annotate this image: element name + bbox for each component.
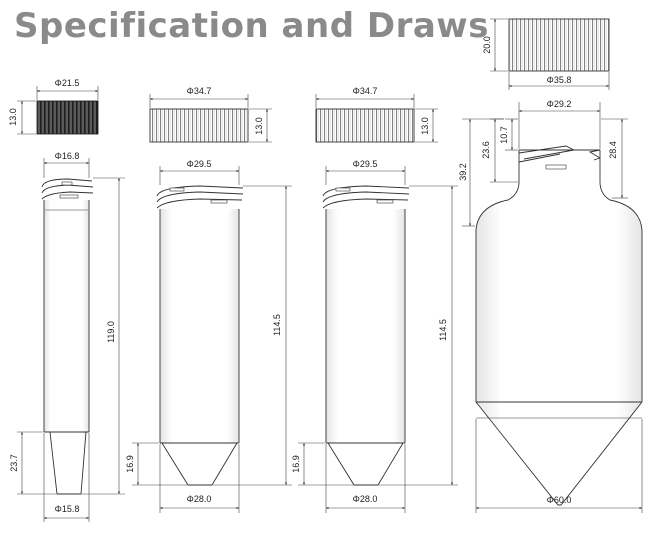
cap-2-body — [149, 108, 249, 143]
bottle-thread-dim-label: 10.7 — [499, 126, 509, 144]
bottle-shoulder-dim-label: 28.4 — [608, 141, 618, 159]
bottle-neck-diameter-label: Φ29.2 — [547, 99, 572, 109]
tube-1-height-label: 119.0 — [106, 321, 116, 343]
tube-3-bottom-diameter-label: Φ28.0 — [353, 494, 378, 504]
cap-4-body — [508, 18, 610, 72]
tube-3-top-diameter-label: Φ29.5 — [353, 159, 378, 169]
tube-2-height-label: 114.5 — [272, 314, 282, 336]
cap-1-diameter-label: Φ21.5 — [55, 78, 80, 88]
cap-3-height-label: 13.0 — [420, 117, 430, 135]
tube-2: Φ29.5 114.5 16.9 Φ28.0 — [125, 159, 292, 513]
cap-3-diameter-label: Φ34.7 — [353, 86, 378, 96]
tube-1-top-diameter-label: Φ16.8 — [55, 151, 80, 161]
tube-3: Φ29.5 114.5 16.9 Φ28.0 — [291, 159, 458, 513]
tube-1-cone-height-label: 23.7 — [9, 454, 19, 472]
cap-1: Φ21.5 13.0 — [8, 78, 99, 135]
tube-3-height-label: 114.5 — [438, 319, 448, 341]
cap-1-body — [36, 100, 99, 135]
bottle-top-dim-label: 39.2 — [458, 163, 468, 181]
page-title: Specification and Draws — [14, 6, 489, 46]
cap-2: Φ34.7 13.0 — [149, 86, 272, 143]
bottle-body-diameter-label: Φ60.0 — [547, 495, 572, 505]
cap-4: 20.0 Φ35.8 — [482, 18, 610, 90]
tube-1: Φ16.8 119.0 23.7 Φ15.8 — [9, 151, 125, 522]
tube-2-top-diameter-label: Φ29.5 — [187, 159, 212, 169]
cap-3: Φ34.7 13.0 — [315, 86, 438, 143]
tube-1-bottom-diameter-label: Φ15.8 — [55, 504, 80, 514]
cap-4-height-label: 20.0 — [482, 36, 492, 54]
conical-bottle: Φ29.2 10.7 23.6 28.4 39.2 Φ60.0 — [458, 99, 643, 513]
cap-2-diameter-label: Φ34.7 — [187, 86, 212, 96]
tube-3-cone-height-label: 16.9 — [291, 455, 301, 473]
tube-2-bottom-diameter-label: Φ28.0 — [187, 494, 212, 504]
cap-1-height-label: 13.0 — [8, 108, 18, 126]
tube-2-cone-height-label: 16.9 — [125, 455, 135, 473]
cap-3-body — [315, 108, 415, 143]
bottle-neck-dim-label: 23.6 — [481, 141, 491, 159]
cap-2-height-label: 13.0 — [254, 117, 264, 135]
cap-4-diameter-label: Φ35.8 — [547, 75, 572, 85]
